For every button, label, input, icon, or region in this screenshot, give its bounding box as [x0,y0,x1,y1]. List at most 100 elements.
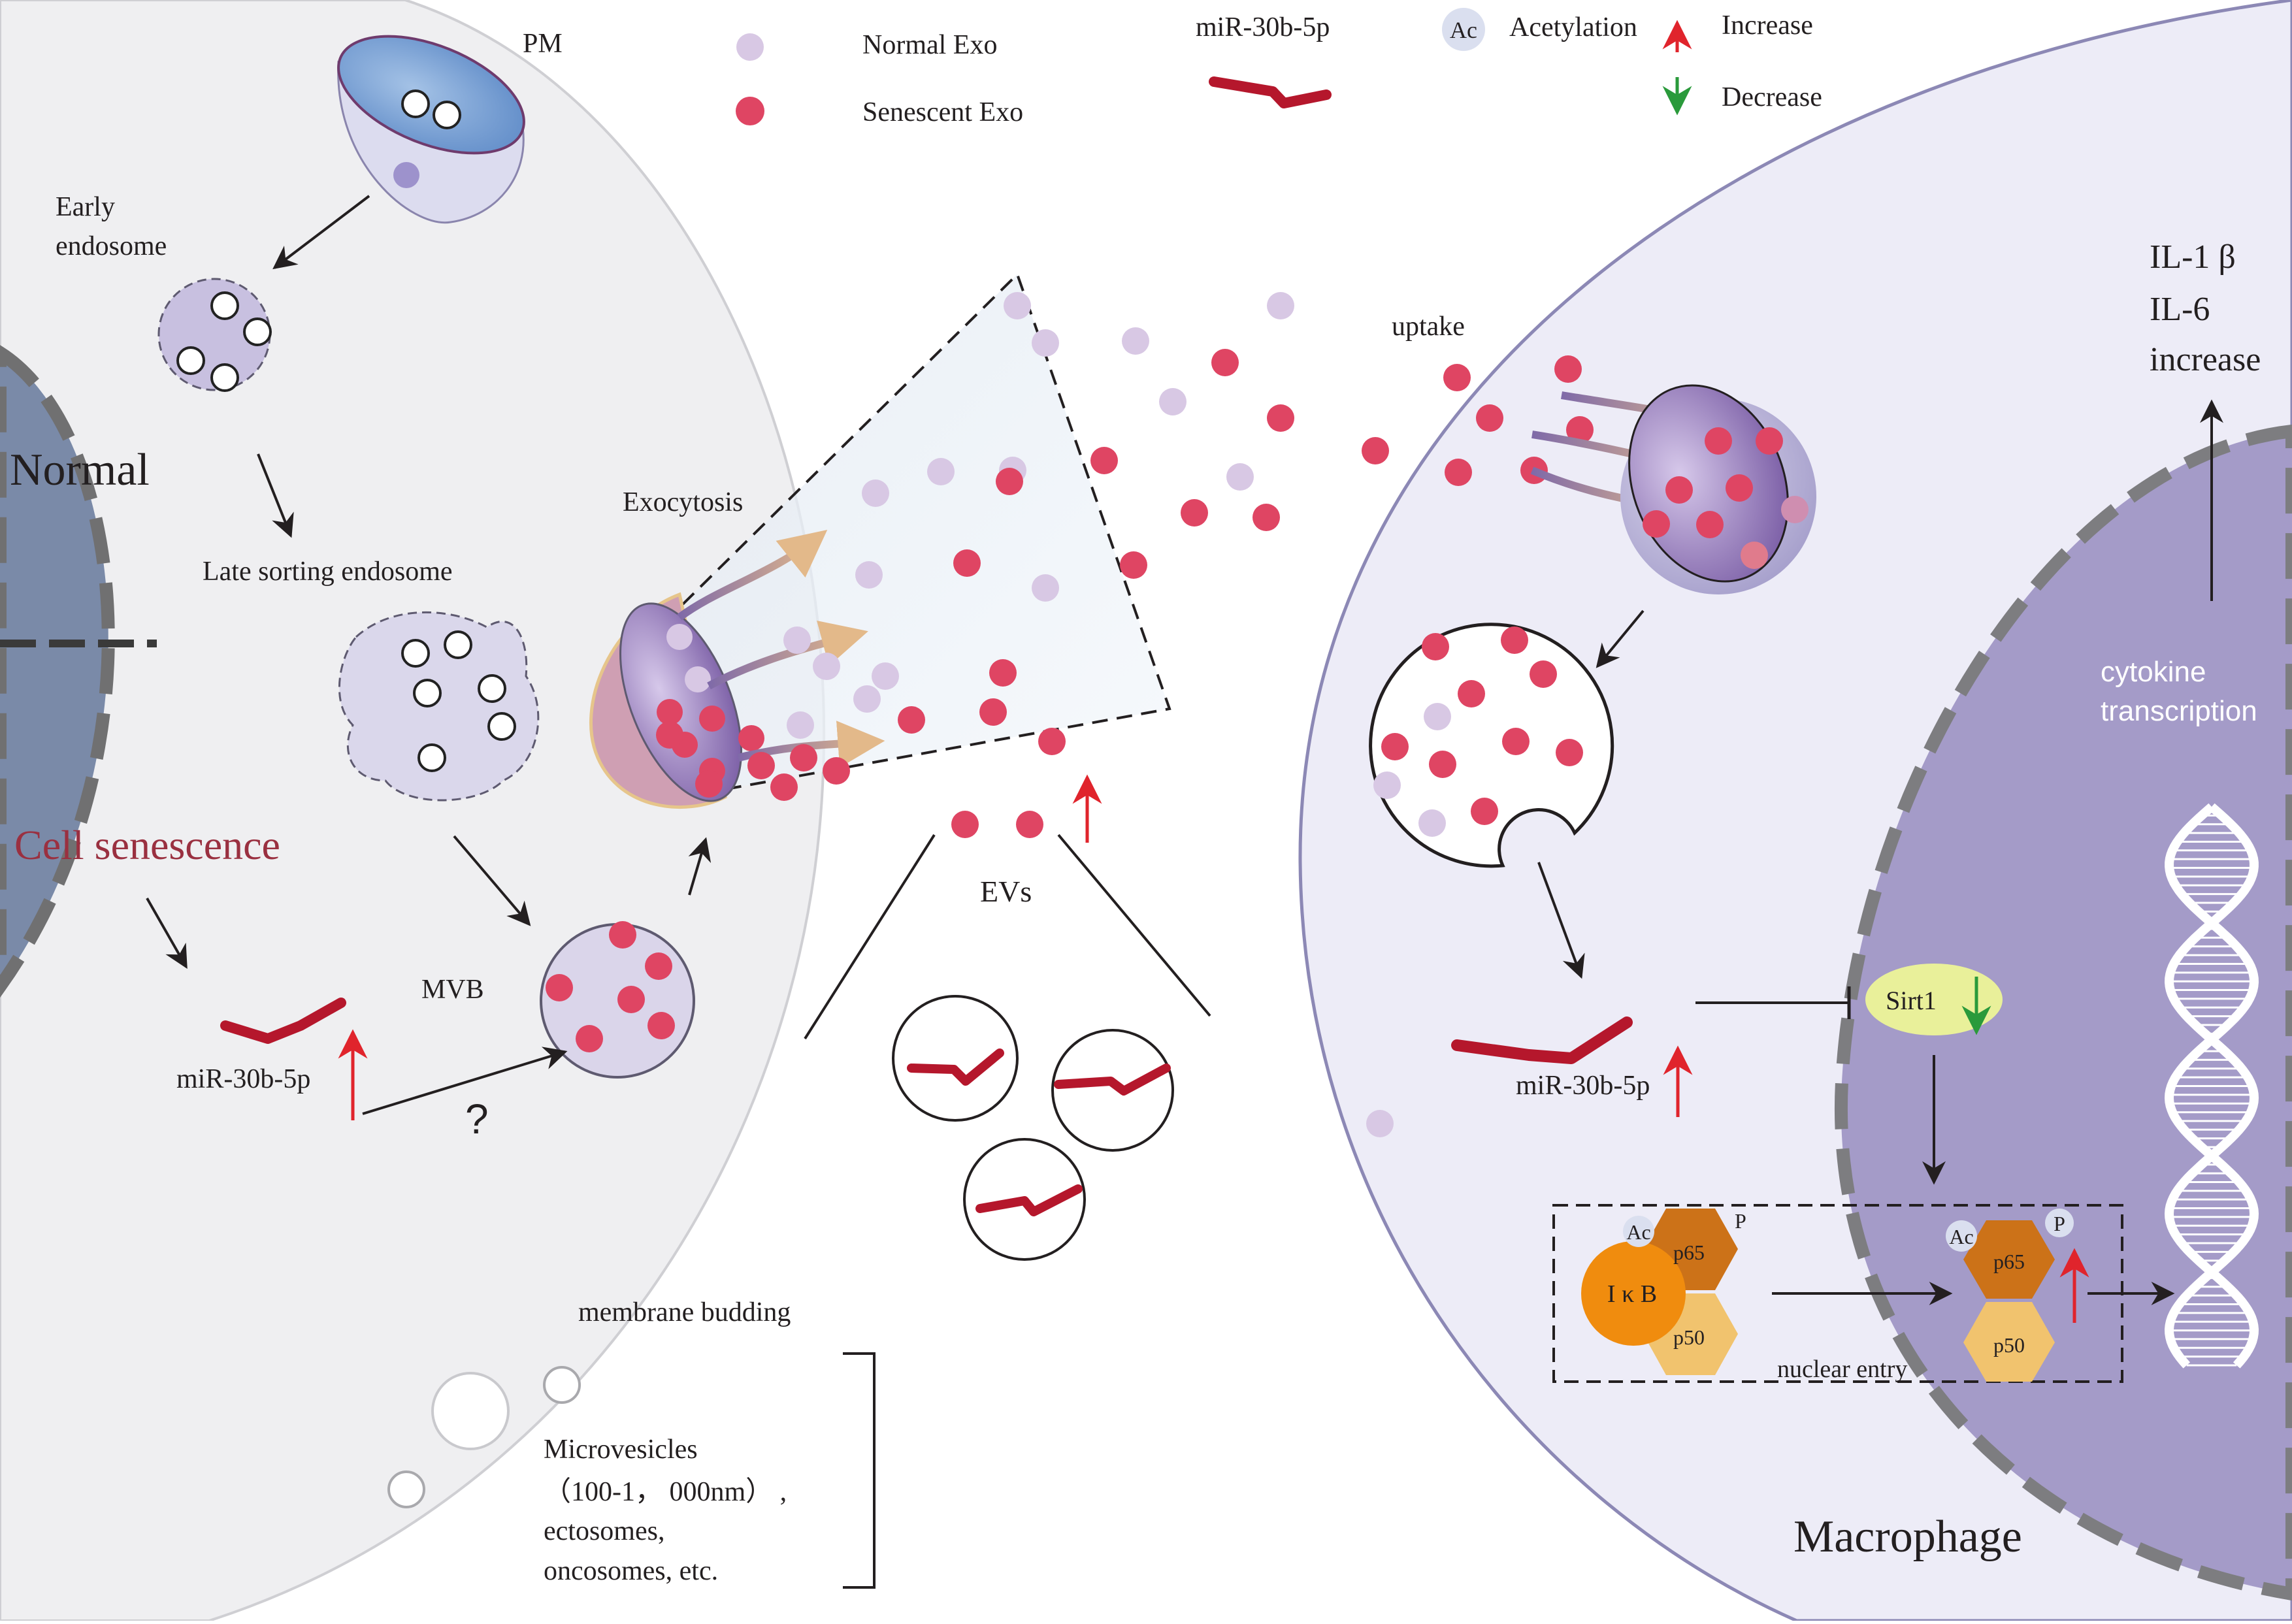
mvb [540,921,695,1079]
nfkb-p65-label: p65 [1993,1250,2025,1273]
uptake-label: uptake [1392,312,1465,342]
left-cell [0,0,825,1622]
exosome-dot [783,626,811,654]
microvesicles-label-2: （100-1， 000nm） , [544,1477,787,1507]
ikb-p50-label: p50 [1673,1325,1705,1349]
exocytosis-cone-outline [681,272,1171,792]
uptake-vesicle [1620,384,1816,594]
exosome-dot [1366,1110,1394,1137]
microvesicles-label-1: Microvesicles [544,1435,698,1465]
exosome-dot [1566,416,1594,444]
ev-dot [1016,811,1043,838]
arrow-uptake-to-endosome [1596,609,1645,668]
dna-strand [2164,803,2259,1369]
exosome-dot [1159,388,1187,415]
legend-mirna-icon [1209,76,1332,108]
exosome-dot [787,711,814,739]
exosome-dot [1226,463,1254,491]
increase-label: increase [2150,341,2261,378]
normal-label: Normal [10,445,150,495]
exosome-dot [1032,574,1059,602]
ev-with-mirna-3 [963,1138,1086,1261]
mvb-label: MVB [421,975,484,1005]
legend-ac: Ac [1450,17,1477,43]
ikb-p65-label: p65 [1673,1241,1705,1264]
microvesicles-label-4: oncosomes, etc. [544,1556,718,1586]
exosome-dot [1004,292,1031,319]
exosome-dot [695,770,723,798]
early-endosome [157,278,272,392]
early-endosome-label-2: endosome [56,231,167,261]
legend-ac-icon [1442,8,1485,51]
ac-badge [1946,1220,1977,1252]
exosome-dot [747,752,775,779]
mirna-right-label: miR-30b-5p [1516,1071,1650,1101]
exosome-dot [1252,504,1280,531]
membrane-budding-label: membrane budding [578,1297,791,1327]
exo-flow-arrow-1 [677,530,828,621]
arrow-senescence-to-mirna [146,898,188,969]
exosome-dot [813,653,840,680]
left-nucleus [0,345,115,998]
exosome-dot [1267,404,1294,432]
arrow-early-to-late [257,453,294,538]
exosome-dot [1181,499,1208,527]
exosome-dot [770,773,798,801]
exosome-dot [953,549,981,577]
arrow-endosome-to-mirna [1537,862,1585,979]
ev-with-mirna-1 [892,995,1019,1122]
exosome-dot [979,698,1007,726]
mirna-right-icon [1451,1016,1633,1064]
exosome-dot [1267,292,1294,319]
legend-senescent-exo: Senescent Exo [862,97,1023,127]
cytokine-label-1: cytokine [2101,656,2206,688]
nuclear-entry-label: nuclear entry [1777,1356,1907,1383]
arrow-pm-to-early [272,195,370,270]
ikb-protein [1581,1241,1686,1346]
exosome-dot [853,685,881,713]
exosome-dot [1554,355,1582,383]
question-mark: ? [465,1096,489,1143]
p-badge [2045,1209,2074,1237]
ikb-p-label: P [1735,1209,1746,1233]
exosome-dot [1032,329,1059,357]
legend-acetylation: Acetylation [1509,12,1637,42]
exosome-dot [1362,437,1389,464]
sirt1-label: Sirt1 [1886,986,1937,1015]
exosome-dot [927,458,955,485]
exocytosis-label: Exocytosis [623,487,743,517]
exosome-dot [1120,551,1147,579]
evs-zoom-line-right [1057,834,1211,1017]
exo-flow-arrow-2 [707,621,868,690]
exosome-scatter [656,292,1594,1137]
exosome-dot [1038,728,1066,755]
legend-pm: PM [523,29,563,59]
nfkb-p-label: P [2054,1212,2065,1235]
nfkb-complex-cytoplasm: Ac P p65 p50 I κ B [1581,1209,1746,1375]
exosome-dot [1122,327,1149,355]
ikb-ac-label: Ac [1626,1220,1650,1244]
late-sorting-endosome [338,611,540,802]
exosome-dot [898,706,925,734]
exosome-dot [862,479,889,507]
legend-normal-exo: Normal Exo [862,30,997,60]
exosome-dot [823,757,850,785]
exocytosis-cone [683,274,1170,790]
exosome-dot [855,561,883,589]
cytokine-label-2: transcription [2101,695,2257,727]
exosome-dot [656,721,683,749]
dna-helix [2164,803,2259,1369]
legend-decrease: Decrease [1722,82,1822,112]
nfkb-complex-nucleus: Ac P p65 p50 [1946,1209,2074,1382]
ev-dot [951,811,979,838]
exosome-dot [989,659,1017,687]
legend: PM Normal Exo Senescent Exo miR-30b-5p A… [523,8,1822,127]
early-endosome-label-1: Early [56,192,115,222]
microvesicles-bracket [843,1352,876,1589]
evs-label: EVs [980,875,1032,908]
late-sorting-label: Late sorting endosome [203,557,453,587]
macrophage-endosome [1369,623,1614,868]
evs-zoom-line-left [804,834,936,1040]
